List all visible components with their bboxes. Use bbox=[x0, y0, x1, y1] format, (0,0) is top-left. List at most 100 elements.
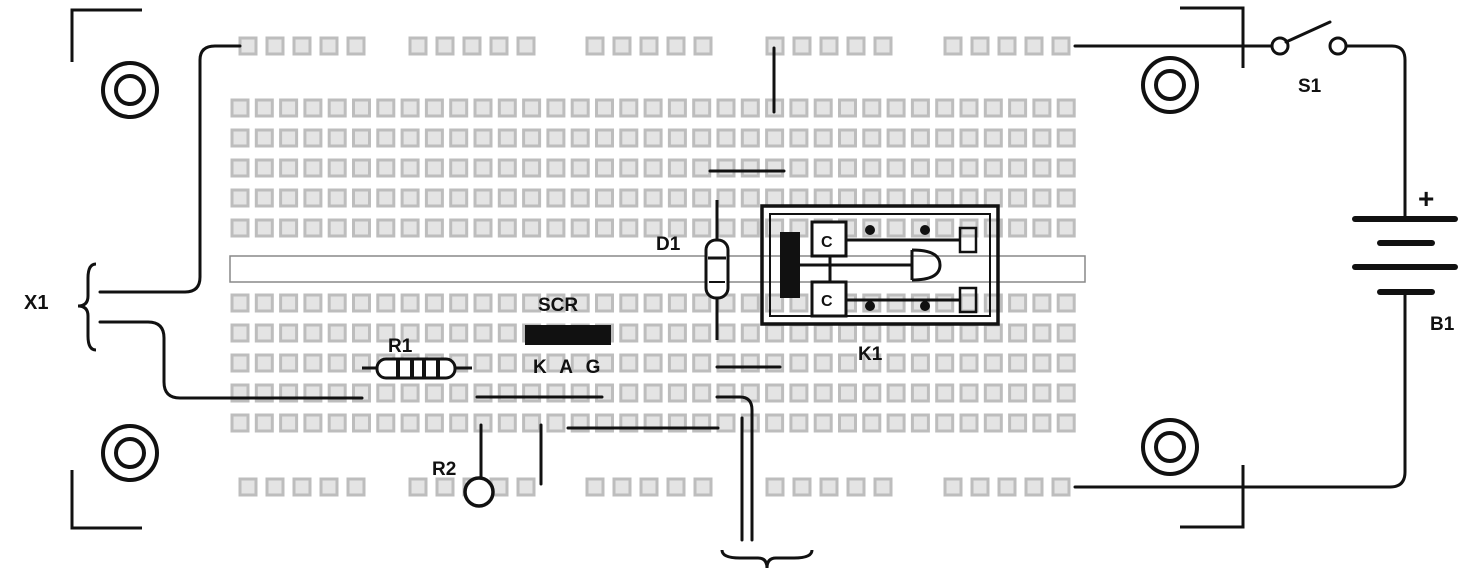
breadboard-hole bbox=[303, 413, 323, 433]
breadboard-hole bbox=[740, 188, 760, 208]
breadboard-hole bbox=[886, 383, 906, 403]
breadboard-hole bbox=[435, 477, 455, 497]
relay-c1-label: C bbox=[821, 234, 833, 251]
output-brace bbox=[720, 549, 814, 569]
breadboard-hole bbox=[789, 383, 809, 403]
breadboard-hole bbox=[376, 128, 396, 148]
breadboard-hole bbox=[619, 353, 639, 373]
breadboard-hole bbox=[612, 477, 632, 497]
breadboard-hole bbox=[886, 158, 906, 178]
breadboard-hole bbox=[943, 477, 963, 497]
breadboard-hole bbox=[546, 383, 566, 403]
breadboard-hole bbox=[1008, 323, 1028, 343]
breadboard-hole bbox=[959, 293, 979, 313]
breadboard-hole bbox=[716, 413, 736, 433]
breadboard-hole bbox=[667, 323, 687, 343]
breadboard-hole bbox=[667, 98, 687, 118]
breadboard-hole bbox=[789, 413, 809, 433]
breadboard-hole bbox=[846, 36, 866, 56]
breadboard-hole bbox=[838, 323, 857, 343]
breadboard-hole bbox=[230, 413, 250, 433]
breadboard-hole bbox=[522, 158, 542, 178]
breadboard-hole bbox=[238, 477, 258, 497]
breadboard-hole bbox=[873, 477, 893, 497]
breadboard-hole bbox=[1032, 323, 1052, 343]
breadboard-hole bbox=[1008, 293, 1028, 313]
breadboard-hole bbox=[1056, 158, 1076, 178]
breadboard-hole bbox=[970, 477, 990, 497]
breadboard-hole bbox=[279, 128, 299, 148]
breadboard-hole bbox=[1032, 188, 1052, 208]
breadboard-hole bbox=[327, 188, 347, 208]
diode-d1: D1 bbox=[656, 200, 730, 340]
breadboard-hole bbox=[546, 128, 566, 148]
breadboard-hole bbox=[424, 413, 444, 433]
breadboard-hole bbox=[279, 353, 299, 373]
breadboard-hole bbox=[327, 323, 347, 343]
breadboard-hole bbox=[997, 36, 1017, 56]
breadboard-hole bbox=[230, 323, 250, 343]
breadboard-hole bbox=[279, 158, 299, 178]
wires bbox=[98, 44, 1407, 542]
breadboard-hole bbox=[765, 383, 785, 403]
breadboard-hole bbox=[400, 158, 420, 178]
breadboard-hole bbox=[643, 383, 663, 403]
breadboard-hole bbox=[667, 293, 687, 313]
breadboard-hole bbox=[959, 383, 979, 403]
breadboard-hole bbox=[595, 98, 614, 118]
breadboard-hole bbox=[522, 128, 542, 148]
breadboard-hole bbox=[1056, 128, 1076, 148]
breadboard-hole bbox=[716, 188, 736, 208]
breadboard-hole bbox=[789, 158, 809, 178]
breadboard-hole bbox=[789, 323, 809, 343]
breadboard-hole bbox=[1032, 383, 1052, 403]
breadboard-hole bbox=[619, 158, 639, 178]
breadboard-hole bbox=[789, 128, 809, 148]
breadboard-hole bbox=[1056, 293, 1076, 313]
breadboard-hole bbox=[408, 477, 428, 497]
breadboard-hole bbox=[838, 413, 857, 433]
breadboard-hole bbox=[693, 477, 713, 497]
breadboard-hole bbox=[935, 188, 955, 208]
breadboard-hole bbox=[254, 98, 274, 118]
breadboard-hole bbox=[497, 293, 517, 313]
breadboard-hole bbox=[254, 353, 274, 373]
breadboard-hole bbox=[376, 323, 396, 343]
breadboard-hole bbox=[346, 477, 366, 497]
breadboard-hole bbox=[1051, 477, 1071, 497]
breadboard-hole bbox=[570, 218, 590, 238]
breadboard-hole bbox=[327, 293, 347, 313]
breadboard-hole bbox=[462, 36, 482, 56]
breadboard-hole bbox=[716, 158, 736, 178]
breadboard-hole bbox=[595, 218, 614, 238]
breadboard-hole bbox=[639, 477, 659, 497]
breadboard-hole bbox=[408, 36, 428, 56]
breadboard-hole bbox=[238, 36, 258, 56]
breadboard-hole bbox=[935, 158, 955, 178]
breadboard-hole bbox=[792, 36, 812, 56]
breadboard-hole bbox=[838, 128, 857, 148]
breadboard-hole bbox=[983, 128, 1003, 148]
breadboard-hole bbox=[230, 98, 250, 118]
scr-pins-label: K A G bbox=[533, 357, 604, 378]
breadboard-hole bbox=[570, 293, 590, 313]
breadboard-hole bbox=[449, 383, 469, 403]
breadboard-hole bbox=[595, 158, 614, 178]
breadboard-hole bbox=[910, 383, 930, 403]
breadboard-hole bbox=[346, 36, 366, 56]
breadboard-hole bbox=[643, 218, 663, 238]
breadboard-hole bbox=[424, 158, 444, 178]
breadboard-hole bbox=[666, 477, 686, 497]
breadboard-hole bbox=[473, 158, 493, 178]
breadboard-hole bbox=[424, 98, 444, 118]
breadboard-hole bbox=[619, 128, 639, 148]
breadboard-hole bbox=[643, 188, 663, 208]
breadboard-hole bbox=[435, 36, 455, 56]
breadboard-hole bbox=[765, 353, 785, 373]
breadboard-hole bbox=[935, 353, 955, 373]
breadboard-hole bbox=[862, 158, 882, 178]
r1-label: R1 bbox=[388, 336, 413, 357]
breadboard-hole bbox=[303, 293, 323, 313]
breadboard-hole bbox=[813, 383, 833, 403]
